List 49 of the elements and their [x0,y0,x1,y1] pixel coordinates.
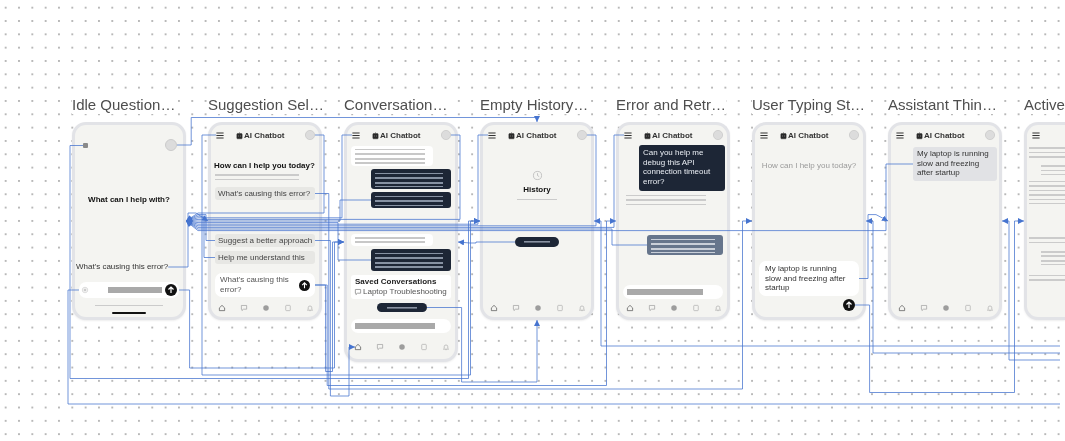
menu-icon [352,131,360,139]
frame-title: Assistant Thin… [888,96,997,114]
heading: How can I help you today? [214,161,315,171]
heading: What can I help with? [88,195,170,205]
avatar-icon [577,130,587,140]
input-field [623,285,723,299]
send-icon [165,284,177,296]
home-icon [355,344,361,350]
frame-title: User Typing St… [752,96,866,114]
input-field: My laptop is running slow and freezing after startup [759,261,859,296]
app-title: AI Chatbot [244,130,285,141]
card-title: Saved Conversations [355,277,437,287]
input-field [351,319,451,333]
add-icon [82,287,88,293]
pill-button [377,303,427,312]
send-icon [299,279,310,291]
frame-title: Empty History… [480,96,589,114]
avatar-icon [441,130,451,140]
frame-title: Suggestion Sel… [208,96,324,114]
avatar-icon [305,130,315,140]
suggestion-chip: Suggest a better approach [215,234,315,247]
card-subtitle: Laptop Troubleshooting [363,287,447,297]
app-title: AI Chatbot [788,130,829,141]
input-field [79,282,179,298]
app-title: AI Chatbot [380,130,421,141]
connector-line [67,289,1061,405]
suggestion-text: What's causing this error? [76,262,169,272]
input-field: What's causing this error? [215,273,315,297]
user-message: Can you help me debug this API connection timeout error? [639,145,725,191]
suggestion-chip: Help me understand this [215,251,315,264]
heading: History [523,185,551,195]
frame-title: Active [1024,96,1065,114]
frame-title: Error and Retr… [616,96,727,114]
menu-icon [216,131,224,139]
saved-conversations-card [351,275,451,299]
suggestion-chip: What's causing this error? [215,187,315,200]
pill-button [515,237,559,247]
menu-icon [624,131,632,139]
avatar-icon [165,139,177,151]
frame-title: Conversation… [344,96,448,114]
frame-title: Idle Question… [72,96,176,114]
app-title: AI Chatbot [516,130,557,141]
send-icon [843,299,855,311]
menu-icon [488,131,496,139]
placeholder-text: How can I help you today? [761,161,857,171]
app-title: AI Chatbot [924,130,965,141]
square-icon [83,143,88,148]
user-message: My laptop is running slow and freezing after startup [913,147,997,181]
app-title: AI Chatbot [652,130,693,141]
